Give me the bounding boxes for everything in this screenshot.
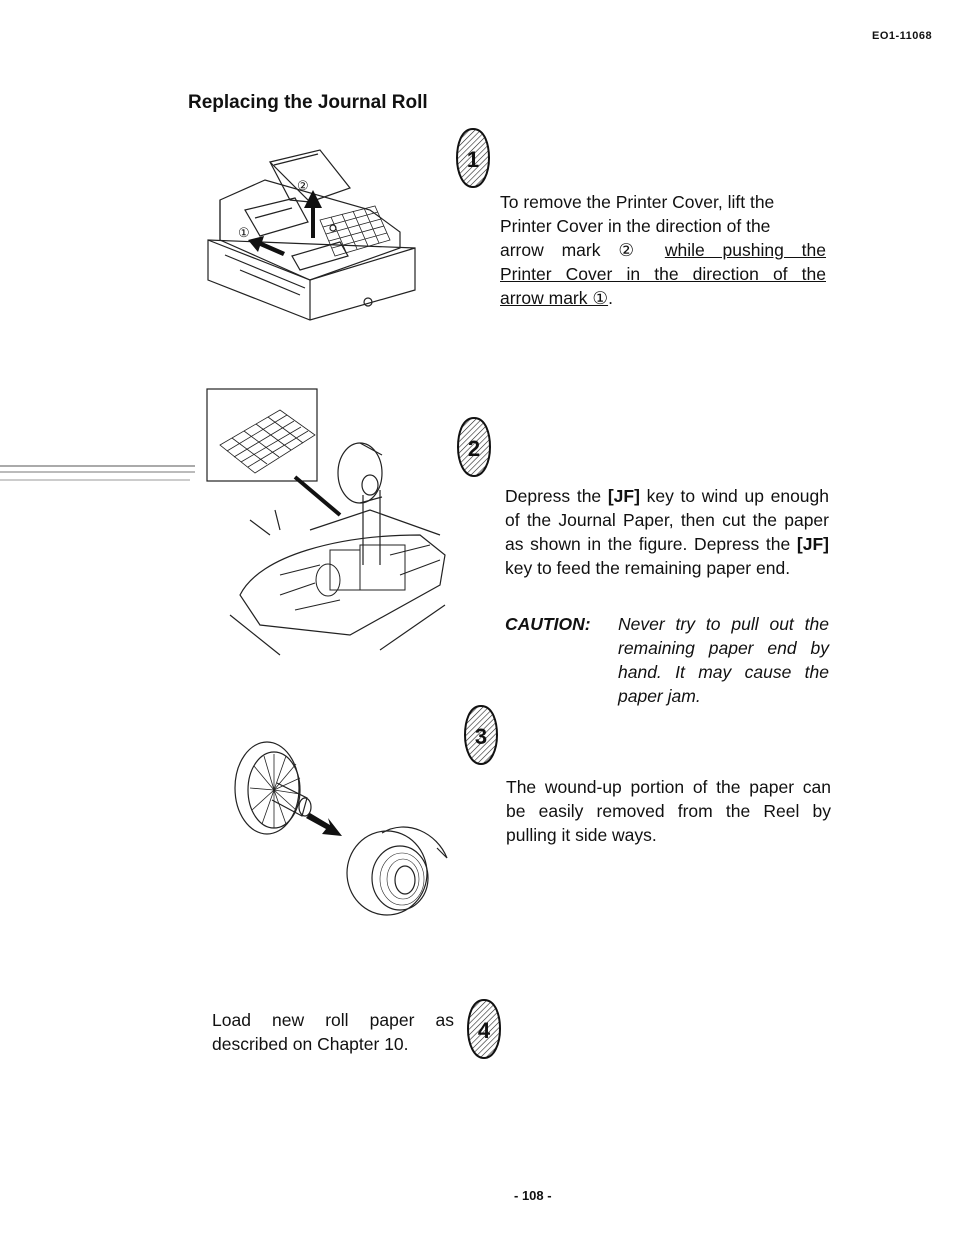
step-number: 2 bbox=[468, 436, 480, 461]
scan-artifact-lines bbox=[0, 465, 195, 481]
caution-text: Never try to pull out the remaining pape… bbox=[618, 614, 829, 706]
page-title: Replacing the Journal Roll bbox=[188, 92, 428, 113]
page-number: - 108 - bbox=[514, 1188, 552, 1203]
step-3-text: The wound-up portion of the paper can be… bbox=[506, 777, 831, 845]
step-2-text: Depress the [JF] key to wind up enough o… bbox=[505, 486, 830, 578]
step-number: 1 bbox=[467, 147, 479, 172]
caution-label: CAUTION: bbox=[505, 614, 591, 634]
step-4-badge-icon: 4 bbox=[466, 998, 502, 1060]
register-printer-cover-illustration bbox=[207, 149, 416, 321]
step-4-text: Load new roll paper as described on Chap… bbox=[212, 1010, 454, 1054]
step-1-text: To remove the Printer Cover, lift the Pr… bbox=[500, 192, 827, 308]
step-number: 4 bbox=[478, 1018, 491, 1043]
step-number: 3 bbox=[475, 724, 487, 749]
document-code: EO1-11068 bbox=[872, 30, 933, 42]
callout-1: ① bbox=[238, 225, 250, 240]
printer-mechanism-illustration bbox=[206, 388, 446, 656]
step-3-badge-icon: 3 bbox=[463, 704, 499, 766]
reel-and-roll-illustration bbox=[234, 741, 448, 916]
callout-2: ② bbox=[297, 178, 309, 193]
step-1-badge-icon: 1 bbox=[455, 127, 491, 189]
step-2-badge-icon: 2 bbox=[456, 416, 492, 478]
